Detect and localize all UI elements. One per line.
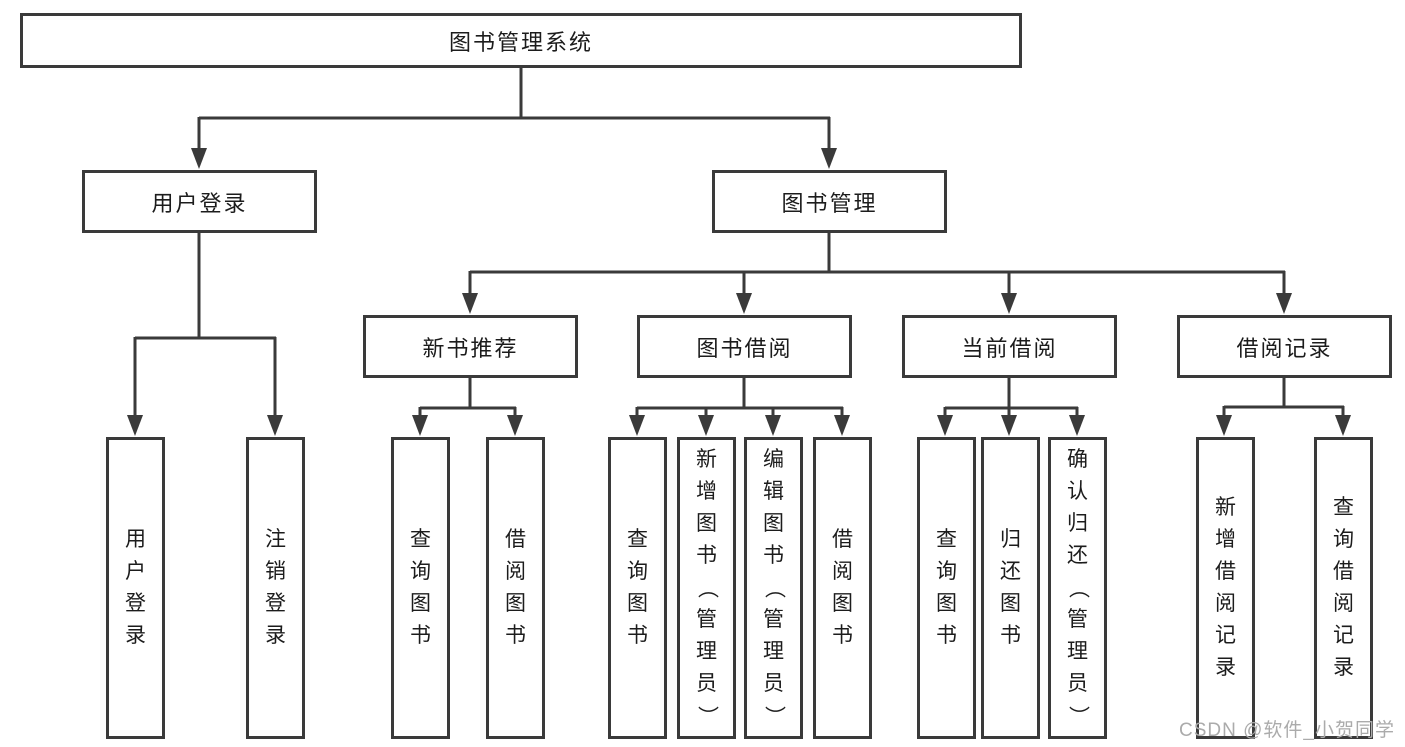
node-book-borrow: 图书借阅 <box>637 315 852 378</box>
node-new-book-recommend: 新书推荐 <box>363 315 578 378</box>
leaf-borrow-book: 借阅图书 <box>813 437 872 739</box>
node-borrow-record: 借阅记录 <box>1177 315 1392 378</box>
leaf-query-book-borrow: 查询图书 <box>608 437 667 739</box>
leaf-confirm-return-admin: 确认归还（管理员） <box>1048 437 1107 739</box>
leaf-add-book-admin: 新增图书（管理员） <box>677 437 736 739</box>
node-library-system: 图书管理系统 <box>20 13 1022 68</box>
leaf-query-book-current: 查询图书 <box>917 437 976 739</box>
node-current-borrow: 当前借阅 <box>902 315 1117 378</box>
leaf-edit-book-admin: 编辑图书（管理员） <box>744 437 803 739</box>
node-user-login: 用户登录 <box>82 170 317 233</box>
leaf-return-book: 归还图书 <box>981 437 1040 739</box>
leaf-logout-login: 注销登录 <box>246 437 305 739</box>
leaf-borrow-book-recommend: 借阅图书 <box>486 437 545 739</box>
leaf-query-borrow-record: 查询借阅记录 <box>1314 437 1373 739</box>
leaf-query-book-recommend: 查询图书 <box>391 437 450 739</box>
csdn-watermark: CSDN @软件_小贺同学 <box>1179 720 1395 741</box>
leaf-user-login: 用户登录 <box>106 437 165 739</box>
leaf-add-borrow-record: 新增借阅记录 <box>1196 437 1255 739</box>
node-book-management: 图书管理 <box>712 170 947 233</box>
